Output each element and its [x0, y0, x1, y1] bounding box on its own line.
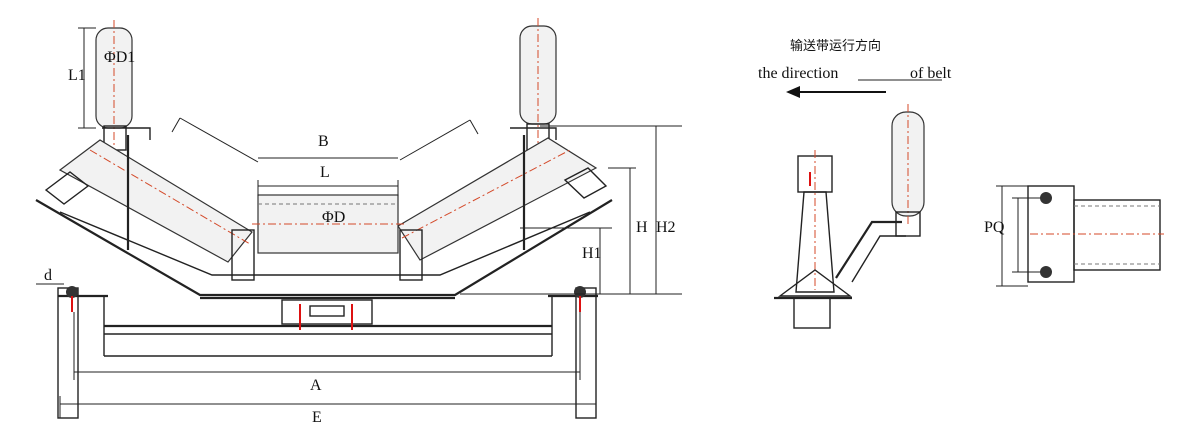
- center-roller: [252, 194, 404, 254]
- label-pq: PQ: [984, 219, 1005, 236]
- direction-arrow-head: [786, 86, 800, 98]
- trough-frame: [35, 127, 613, 300]
- label-h: H: [636, 219, 648, 236]
- label-b: B: [318, 133, 329, 150]
- left-guide-roller: [78, 20, 133, 151]
- side-view: [774, 104, 925, 329]
- label-h2: H2: [656, 219, 676, 236]
- front-view: L1 ΦD1 B L ΦD H H2 H1 d A E: [35, 18, 682, 426]
- right-guide-roller: [519, 18, 557, 151]
- belt-direction: 输送带运行方向 the direction of belt: [758, 38, 952, 98]
- right-wing-roller: [397, 119, 608, 261]
- left-wing-roller: [44, 117, 259, 263]
- label-e: E: [312, 409, 322, 426]
- label-l1: L1: [68, 67, 86, 84]
- plan-view: PQ: [984, 185, 1164, 287]
- direction-english-prefix: the direction: [758, 65, 838, 82]
- direction-chinese: 输送带运行方向: [790, 38, 881, 53]
- label-d: ΦD: [322, 209, 345, 226]
- label-a: A: [310, 377, 322, 394]
- dimension-lines: [36, 125, 682, 418]
- label-d1: ΦD1: [104, 49, 135, 66]
- label-h1: H1: [582, 245, 602, 262]
- label-d-bolt: d: [44, 267, 52, 284]
- direction-english-suffix: of belt: [910, 65, 952, 82]
- base-beam: [57, 286, 598, 419]
- label-l: L: [320, 164, 330, 181]
